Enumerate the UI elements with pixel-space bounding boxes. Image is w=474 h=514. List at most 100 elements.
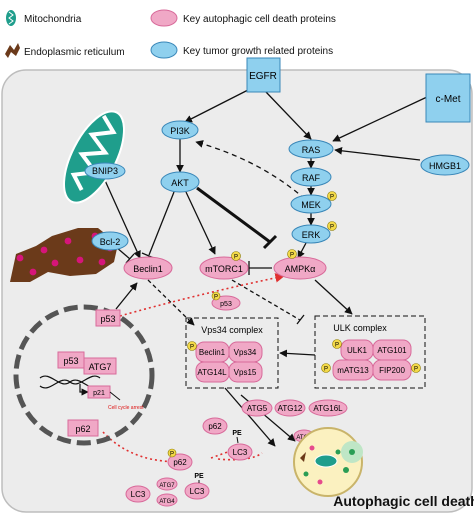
svg-text:ATG101: ATG101 bbox=[377, 346, 407, 355]
p53-to-beclin1-arrow bbox=[115, 282, 138, 310]
mitochondria-legend-icon bbox=[6, 10, 16, 26]
svg-text:p21: p21 bbox=[93, 390, 105, 397]
svg-text:p62: p62 bbox=[173, 458, 187, 467]
legend: Mitochondria Endoplasmic reticulum Key a… bbox=[5, 9, 336, 59]
svg-text:LC3: LC3 bbox=[131, 490, 146, 499]
svg-text:BNIP3: BNIP3 bbox=[92, 166, 118, 176]
atg16l-node: ATG16L bbox=[308, 399, 348, 417]
svg-text:FIP200: FIP200 bbox=[379, 366, 405, 375]
lc3-node-b: LC3 bbox=[125, 485, 151, 503]
legend-pink-swatch bbox=[150, 9, 178, 27]
atg4-node: ATG4 bbox=[156, 493, 178, 507]
p53-small-node: p53 bbox=[211, 295, 241, 311]
svg-text:HMGB1: HMGB1 bbox=[429, 161, 461, 171]
red-dotted-connectors bbox=[102, 273, 285, 463]
vps34-complex: Vps34 complex Beclin1 Vps34 ATG14L Vps15 bbox=[185, 317, 279, 389]
p21-box: p21 bbox=[87, 385, 111, 399]
phospho-badge-fip200: P bbox=[411, 363, 421, 373]
svg-text:p53: p53 bbox=[220, 301, 232, 308]
p53-nucleus-box: p53 bbox=[57, 351, 85, 369]
pe-label-b: PE bbox=[194, 473, 204, 480]
egfr-to-pi3k-arrow bbox=[184, 89, 249, 123]
erk-node: ERK bbox=[291, 224, 331, 244]
svg-text:p62: p62 bbox=[75, 424, 90, 434]
raf-node: RAF bbox=[290, 167, 332, 187]
atg5-node: ATG5 bbox=[241, 399, 273, 417]
atg12-node: ATG12 bbox=[274, 399, 306, 417]
p62-nucleus-box: p62 bbox=[67, 419, 99, 437]
mek-to-pi3k-dashed-arrow bbox=[195, 140, 306, 200]
cell-cycle-arrest-label: Cell cycle arrest bbox=[108, 405, 144, 411]
mtorc1-node: mTORC1 bbox=[199, 256, 249, 280]
svg-text:Bcl-2: Bcl-2 bbox=[100, 237, 121, 247]
beclin1-to-vps34-arrow bbox=[147, 279, 195, 326]
ampk-node: AMPKα bbox=[273, 256, 327, 280]
svg-text:AMPKα: AMPKα bbox=[285, 264, 316, 274]
phospho-badge-ulk1: P bbox=[332, 339, 342, 349]
svg-text:Beclin1: Beclin1 bbox=[199, 348, 226, 357]
atg7-node: ATG7 bbox=[156, 477, 178, 491]
svg-text:ATG4: ATG4 bbox=[159, 499, 175, 505]
hmgb1-to-ras-arrow bbox=[334, 146, 421, 161]
ulk-complex: ULK complex ULK1 ATG101 mATG13 FIP200 bbox=[314, 315, 426, 389]
bcl2-node: Bcl-2 bbox=[91, 231, 129, 251]
endoplasmic-reticulum bbox=[10, 228, 118, 282]
svg-text:P: P bbox=[414, 367, 418, 373]
svg-text:p53: p53 bbox=[100, 314, 115, 324]
svg-text:Vps34 complex: Vps34 complex bbox=[201, 325, 263, 335]
svg-text:AKT: AKT bbox=[171, 178, 189, 188]
phospho-badge-erk: P bbox=[327, 221, 337, 231]
erk-to-ampk-arrow bbox=[297, 242, 307, 259]
ulk-to-vps34-arrow bbox=[279, 349, 316, 358]
connectors bbox=[102, 89, 428, 447]
akt-to-mtorc1-arrow bbox=[185, 191, 216, 255]
svg-text:p53: p53 bbox=[63, 356, 78, 366]
legend-mitochondria-label: Mitochondria bbox=[24, 14, 82, 25]
lc3-node-c: LC3 bbox=[184, 482, 210, 500]
hmgb1-node: HMGB1 bbox=[420, 154, 470, 176]
egfr-receptor: EGFR bbox=[246, 57, 281, 93]
svg-text:mATG13: mATG13 bbox=[337, 366, 369, 375]
phospho-badges: P P P P P P P P P P bbox=[167, 191, 421, 458]
svg-text:EGFR: EGFR bbox=[249, 71, 277, 82]
svg-text:P: P bbox=[190, 345, 194, 351]
p53-cyto-box: p53 bbox=[95, 309, 121, 327]
akt-inhibits-ampk bbox=[196, 186, 271, 244]
akt-node: AKT bbox=[160, 171, 200, 193]
cell-background bbox=[1, 69, 473, 513]
svg-text:P: P bbox=[170, 452, 174, 458]
phospho-badge-p53: P bbox=[211, 291, 221, 301]
cmet-receptor: c-Met bbox=[425, 73, 471, 123]
svg-text:P: P bbox=[330, 195, 334, 201]
svg-text:P: P bbox=[290, 253, 294, 259]
svg-text:p62: p62 bbox=[208, 422, 222, 431]
legend-er-label: Endoplasmic reticulum bbox=[24, 47, 125, 58]
bnip3-to-beclin1-arrow bbox=[102, 175, 141, 259]
svg-text:Beclin1: Beclin1 bbox=[133, 264, 163, 274]
phospho-badge-mtorc1: P bbox=[231, 251, 241, 261]
phospho-badge-ampk: P bbox=[287, 249, 297, 259]
svg-text:P: P bbox=[214, 295, 218, 301]
phospho-badge-p62: P bbox=[167, 448, 177, 458]
svg-text:PI3K: PI3K bbox=[170, 126, 190, 136]
svg-text:ATG7: ATG7 bbox=[159, 483, 175, 489]
svg-text:LC3: LC3 bbox=[190, 487, 205, 496]
svg-text:c-Met: c-Met bbox=[436, 94, 461, 105]
svg-text:LC3: LC3 bbox=[233, 448, 248, 457]
p62-node-b: p62 bbox=[167, 453, 193, 471]
p62-node-a: p62 bbox=[202, 417, 228, 435]
vps34-to-autophagy-arrow bbox=[224, 387, 276, 447]
svg-text:Vps34: Vps34 bbox=[234, 348, 257, 357]
svg-text:ATG7: ATG7 bbox=[89, 362, 112, 372]
svg-text:ATG12: ATG12 bbox=[278, 404, 303, 413]
akt-inhibits-beclin1 bbox=[148, 191, 175, 256]
legend-pink-label: Key autophagic cell death proteins bbox=[183, 14, 336, 25]
pi3k-node: PI3K bbox=[161, 120, 199, 140]
beclin1-node: Beclin1 bbox=[123, 256, 173, 280]
phospho-badge-beclin1: P bbox=[187, 341, 197, 351]
svg-text:P: P bbox=[335, 343, 339, 349]
svg-text:MEK: MEK bbox=[301, 200, 321, 210]
legend-blue-label: Key tumor growth related proteins bbox=[183, 46, 333, 57]
svg-text:Vps15: Vps15 bbox=[234, 368, 257, 377]
